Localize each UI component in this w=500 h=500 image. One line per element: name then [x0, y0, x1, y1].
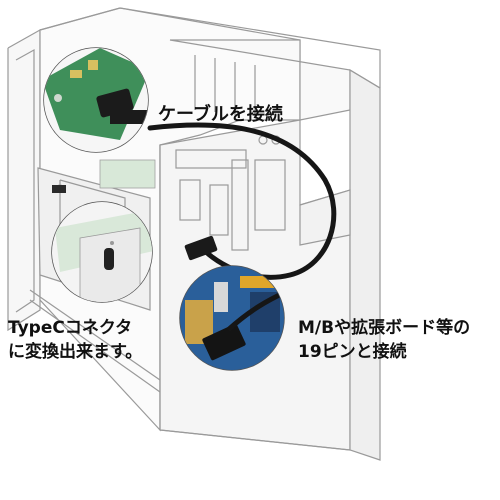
caption-motherboard-connect: M/Bや拡張ボード等の 19ピンと接続 — [298, 316, 470, 364]
bracket-port-detail — [52, 159, 156, 193]
motherboard-detail-circle — [179, 265, 285, 371]
caption-cable-connect: ケーブルを接続 — [158, 100, 283, 126]
caption-typec-convert: TypeCコネクタ に変換出来ます。 — [8, 316, 142, 364]
caption-cable-text: ケーブルを接続 — [158, 104, 283, 125]
caption-mb-line2: 19ピンと接続 — [298, 342, 407, 362]
typec-detail-circle — [51, 201, 153, 303]
caption-typec-line2: に変換出来ます。 — [8, 342, 143, 362]
upper-detail-circle — [43, 47, 149, 153]
cable-connector-head — [184, 235, 218, 261]
caption-mb-line1: M/Bや拡張ボード等の — [298, 318, 471, 338]
caption-typec-line1: TypeCコネクタ — [8, 318, 133, 338]
